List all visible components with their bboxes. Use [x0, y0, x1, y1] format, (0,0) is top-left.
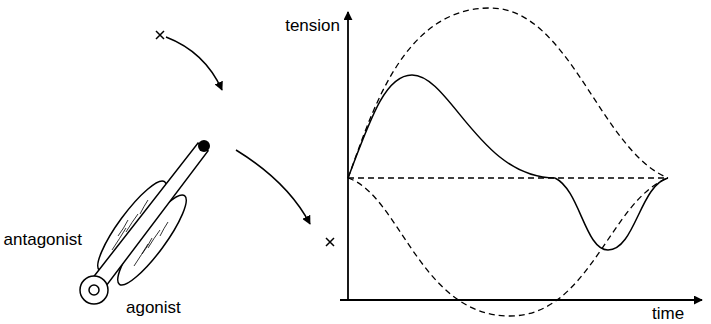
y-axis: [347, 12, 349, 300]
x-axis: [340, 299, 702, 301]
muscle-label: agonist: [126, 298, 181, 318]
limb-rod: [88, 143, 208, 294]
joint: [80, 276, 108, 304]
muscle-label: antagonist: [4, 230, 82, 250]
start-target: [156, 31, 164, 39]
axis-label: tension: [285, 16, 340, 36]
end-target: [326, 238, 334, 246]
zero-line: [348, 177, 668, 178]
tension-curve: [348, 75, 555, 178]
axis-label: time: [652, 304, 684, 324]
motion-arrow: [236, 150, 310, 224]
joint-pin: [89, 285, 99, 295]
envelope-curve: [348, 178, 668, 316]
motion-arrow: [166, 37, 222, 90]
tension-curve: [555, 178, 668, 250]
end-point: [198, 140, 210, 152]
envelope-curve: [348, 8, 668, 178]
